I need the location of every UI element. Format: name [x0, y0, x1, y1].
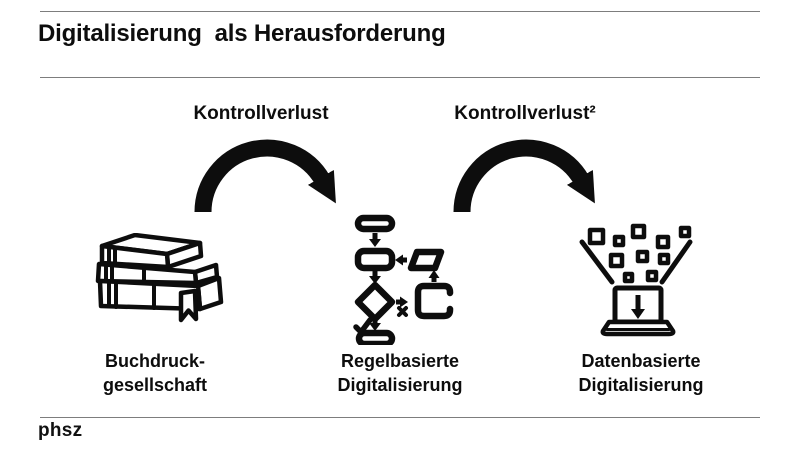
transition-label-kontrollverlust-squared: Kontrollverlust²: [454, 103, 596, 124]
data-into-laptop-icon: [579, 223, 693, 337]
arc-arrow-icon: [453, 139, 595, 213]
stage-label-datenbasierte-digitalisierung: Datenbasierte Digitalisierung: [541, 350, 741, 398]
flowchart-icon: [353, 214, 454, 345]
footer-rule: [40, 417, 760, 418]
books-icon: [95, 233, 224, 323]
top-rule: [40, 11, 760, 12]
stage-label-line: Datenbasierte: [581, 351, 701, 371]
transition-label-kontrollverlust: Kontrollverlust: [193, 103, 329, 124]
stage-label-regelbasierte-digitalisierung: Regelbasierte Digitalisierung: [300, 350, 500, 398]
header-divider-rule: [40, 77, 760, 78]
page-title: Digitalisierung als Herausforderung: [38, 20, 446, 47]
stage-label-buchdruckgesellschaft: Buchdruck- gesellschaft: [55, 350, 255, 398]
stage-label-line: Buchdruck-: [104, 351, 205, 371]
stage-label-line: gesellschaft: [102, 374, 208, 395]
phsz-logo: phsz: [38, 420, 83, 441]
arc-arrow-icon: [194, 139, 336, 213]
stage-label-line: Digitalisierung: [337, 374, 463, 395]
stage-label-line: Digitalisierung: [578, 374, 704, 395]
stage-label-line: Regelbasierte: [340, 351, 460, 371]
